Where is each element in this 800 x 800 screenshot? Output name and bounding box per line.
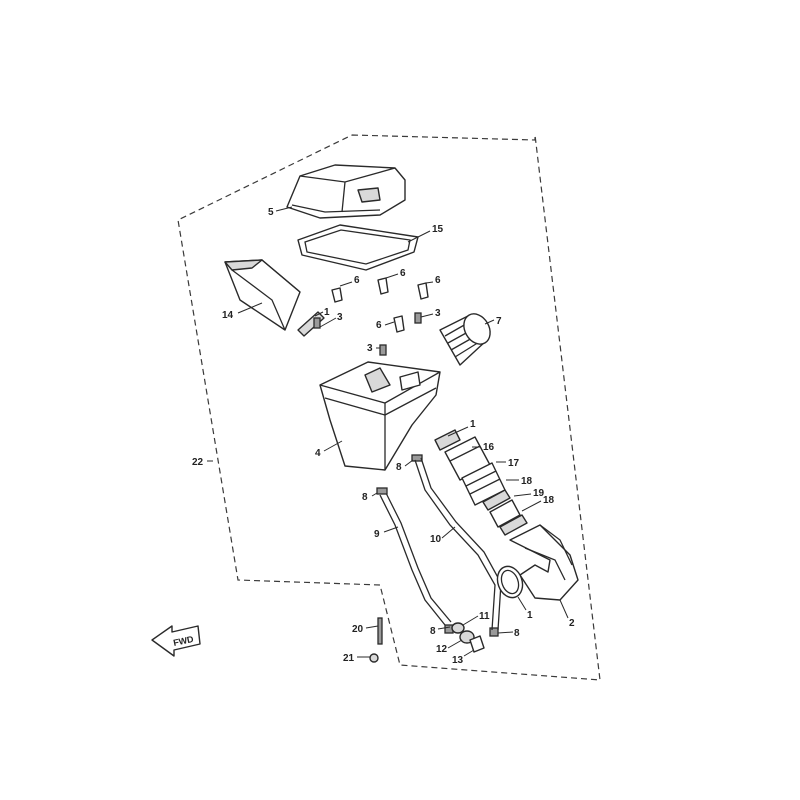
callout-13: 13 xyxy=(452,655,464,666)
callout-6: 6 xyxy=(435,275,441,286)
leader-lines xyxy=(207,206,569,658)
callout-3: 3 xyxy=(337,312,343,323)
callout-15: 15 xyxy=(432,224,444,235)
callout-5: 5 xyxy=(268,207,274,218)
callout-8: 8 xyxy=(362,492,368,503)
part-2-intake-duct xyxy=(509,524,579,601)
part-6-clips xyxy=(331,277,429,333)
callout-12: 12 xyxy=(436,644,448,655)
part-4-airbox-body xyxy=(319,361,441,471)
callout-22: 22 xyxy=(192,457,204,468)
callout-3: 3 xyxy=(367,343,373,354)
callout-4: 4 xyxy=(315,448,321,459)
part-19-adapter xyxy=(489,499,521,528)
callout-6: 6 xyxy=(376,320,382,331)
callout-18: 18 xyxy=(543,495,555,506)
part-17-duct xyxy=(461,462,506,506)
callout-14: 14 xyxy=(222,310,234,321)
callout-21: 21 xyxy=(343,653,355,664)
part-13-cap xyxy=(469,635,485,653)
part-11-fitting xyxy=(451,622,465,634)
part-18-clamp-lower xyxy=(499,514,528,536)
callout-8: 8 xyxy=(430,626,436,637)
callout-7: 7 xyxy=(496,316,502,327)
callout-6: 6 xyxy=(400,268,406,279)
callout-19: 19 xyxy=(533,488,545,499)
callout-8: 8 xyxy=(396,462,402,473)
callout-20: 20 xyxy=(352,624,364,635)
callout-10: 10 xyxy=(430,534,442,545)
callout-1: 1 xyxy=(324,307,330,318)
callout-11: 11 xyxy=(479,611,490,622)
fwd-label: FWD xyxy=(172,634,195,648)
part-8-hose-clips xyxy=(376,454,499,637)
callout-6: 6 xyxy=(354,275,360,286)
callout-labels: 5 15 14 1 3 6 6 6 6 3 3 7 4 1 16 17 18 1… xyxy=(192,207,575,666)
part-9-drain-hose xyxy=(379,492,452,626)
part-1-clamp-lower xyxy=(496,565,524,599)
part-3-screws xyxy=(313,312,422,356)
callout-2: 2 xyxy=(569,618,575,629)
callout-1: 1 xyxy=(470,419,476,430)
assembly-boundary xyxy=(177,134,601,681)
part-5-airbox-cover xyxy=(286,164,406,219)
callout-17: 17 xyxy=(508,458,520,469)
part-7-bellows xyxy=(439,313,491,366)
fwd-marker: FWD xyxy=(151,625,201,657)
part-15-gasket xyxy=(297,224,419,271)
callout-16: 16 xyxy=(483,442,495,453)
part-21-nut xyxy=(369,653,379,663)
part-1-clamp-middle xyxy=(434,429,461,451)
part-14-air-filter xyxy=(224,259,301,331)
part-20-bolt xyxy=(377,617,383,645)
callout-1: 1 xyxy=(527,610,533,621)
callout-18: 18 xyxy=(521,476,533,487)
callout-8: 8 xyxy=(514,628,520,639)
callout-9: 9 xyxy=(374,529,380,540)
callout-3: 3 xyxy=(435,308,441,319)
part-18-clamp-upper xyxy=(482,489,511,511)
forward-arrow-icon xyxy=(151,625,201,657)
